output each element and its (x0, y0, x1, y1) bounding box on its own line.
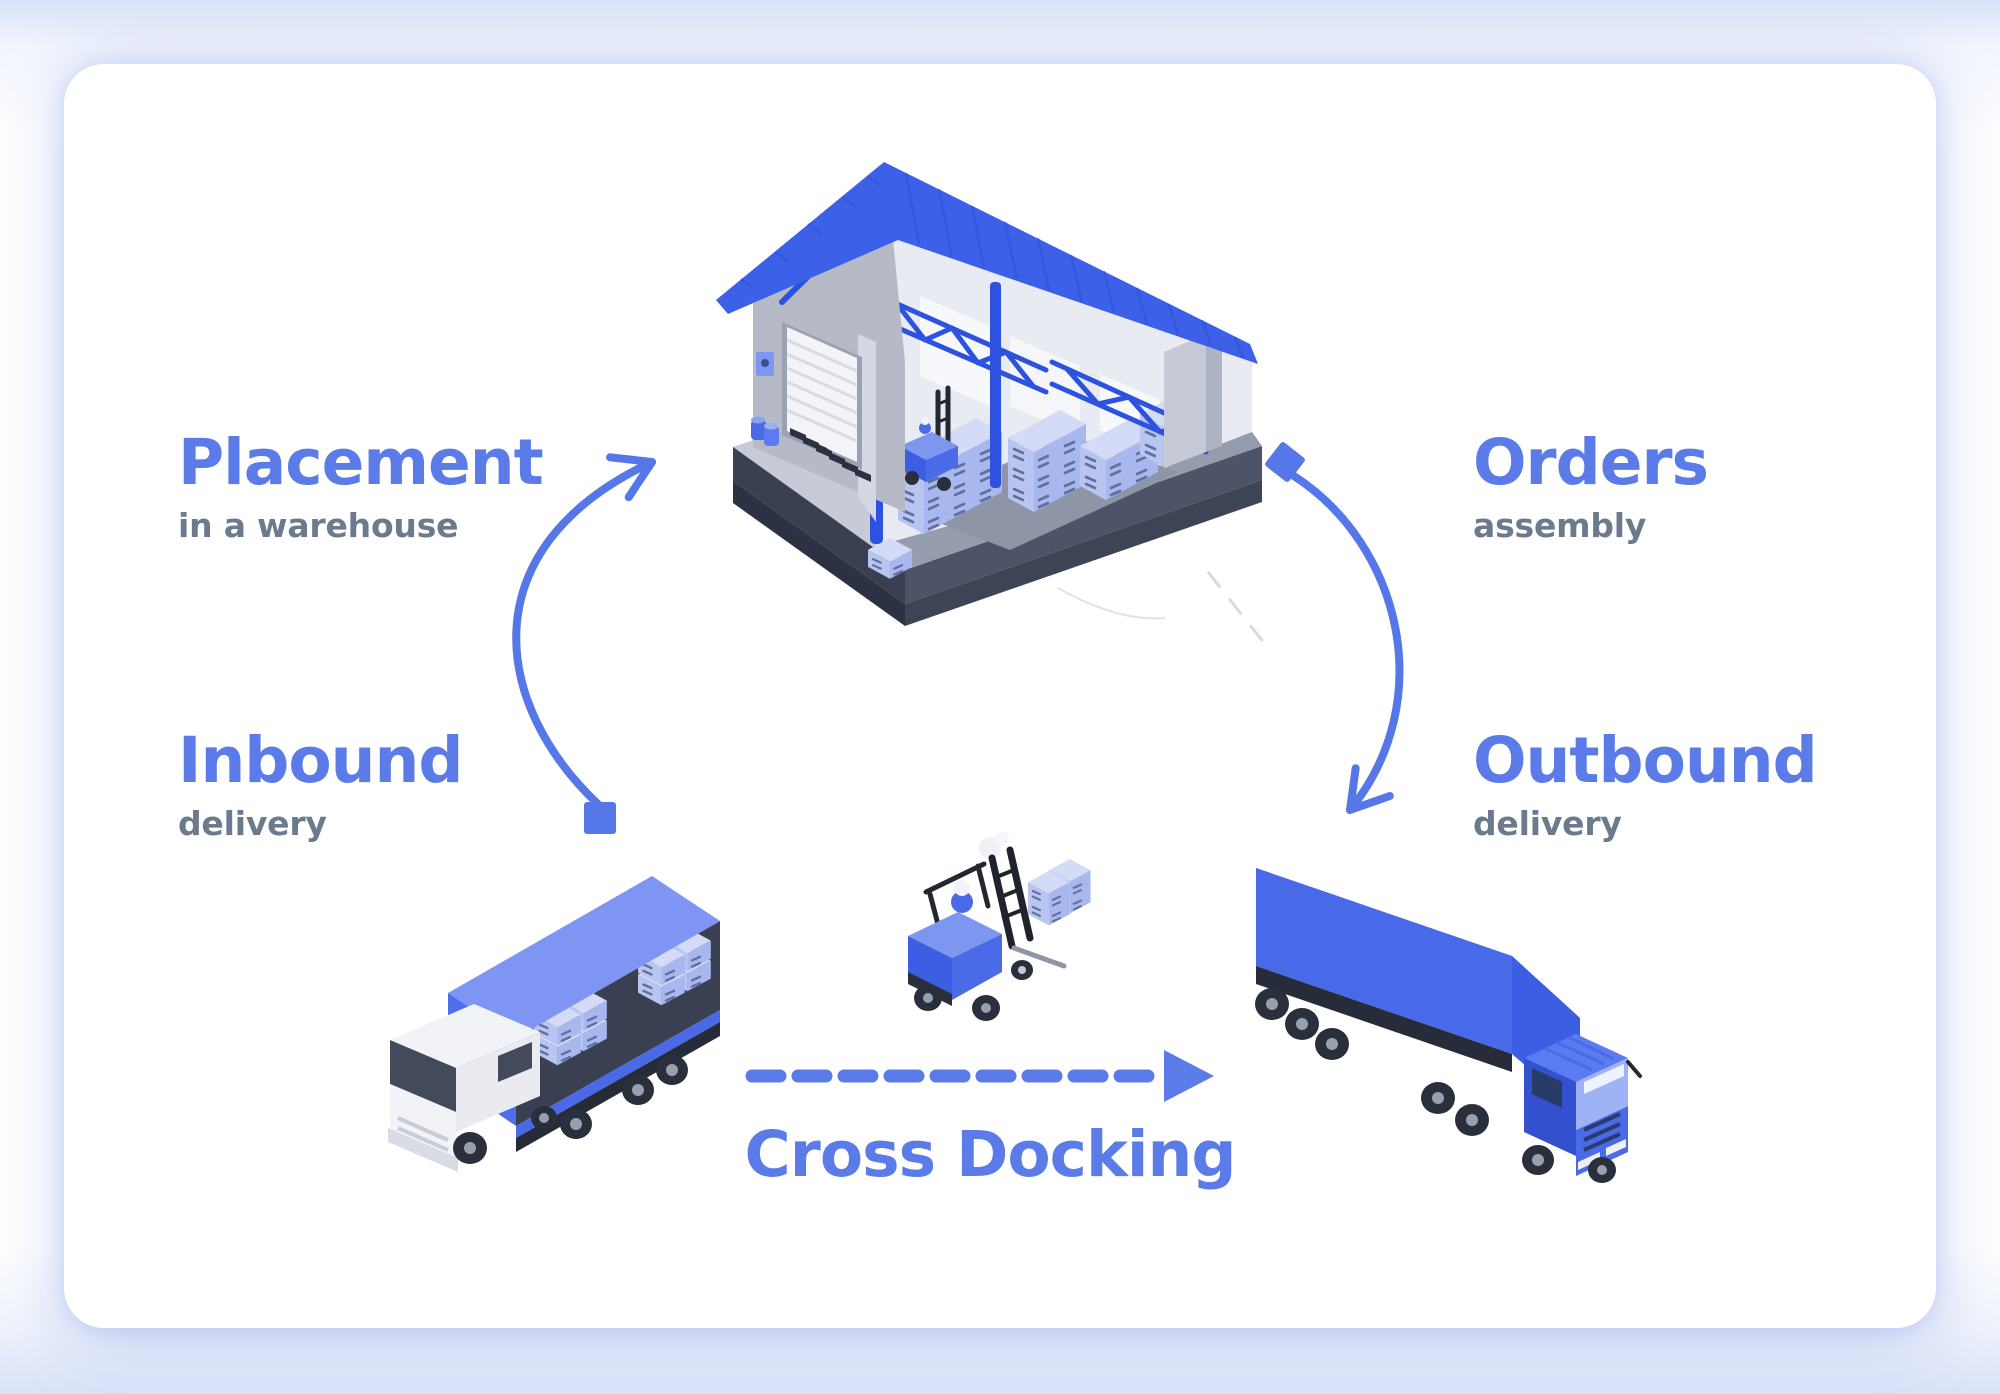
forklift-illustration (908, 832, 1092, 1021)
step-orders-title: Orders (1473, 426, 1709, 499)
truck-cab (1522, 1034, 1642, 1183)
end-wall (1164, 334, 1222, 468)
step-placement-subtitle: in a warehouse (178, 506, 459, 546)
faint-streak (1206, 571, 1270, 649)
step-outbound-subtitle: delivery (1473, 804, 1622, 844)
step-orders: Orders assembly (1473, 426, 1709, 546)
steel-post (990, 282, 1001, 488)
outbound-truck-illustration (1255, 868, 1642, 1183)
flow-arrow-warehouse-to-outbound (1265, 442, 1404, 814)
step-placement-title: Placement (178, 426, 544, 499)
step-inbound-title: Inbound (178, 724, 463, 797)
barrels (751, 416, 779, 446)
warehouse-roof (716, 162, 1258, 364)
step-outbound: Outbound delivery (1473, 724, 1818, 844)
step-orders-subtitle: assembly (1473, 506, 1647, 546)
cross-docking-label: Cross Docking (744, 1118, 1237, 1191)
inbound-truck-illustration (388, 876, 720, 1172)
truck-cab (388, 1004, 557, 1172)
trailer-top (448, 876, 720, 1038)
dock-steps (790, 428, 871, 482)
step-outbound-title: Outbound (1473, 724, 1818, 797)
warehouse-forklift-icon (900, 385, 958, 491)
warehouse-illustration (716, 162, 1270, 649)
step-inbound-subtitle: delivery (178, 804, 327, 844)
forklift-load (1026, 857, 1092, 927)
flow-arrow-inbound-to-warehouse (512, 453, 656, 834)
cross-docking-arrow (745, 1050, 1214, 1102)
trailer-side (1256, 868, 1512, 1054)
step-inbound: Inbound delivery (178, 724, 463, 844)
step-placement: Placement in a warehouse (178, 426, 544, 546)
faint-streak (1057, 587, 1166, 620)
gable-wall (751, 168, 905, 522)
